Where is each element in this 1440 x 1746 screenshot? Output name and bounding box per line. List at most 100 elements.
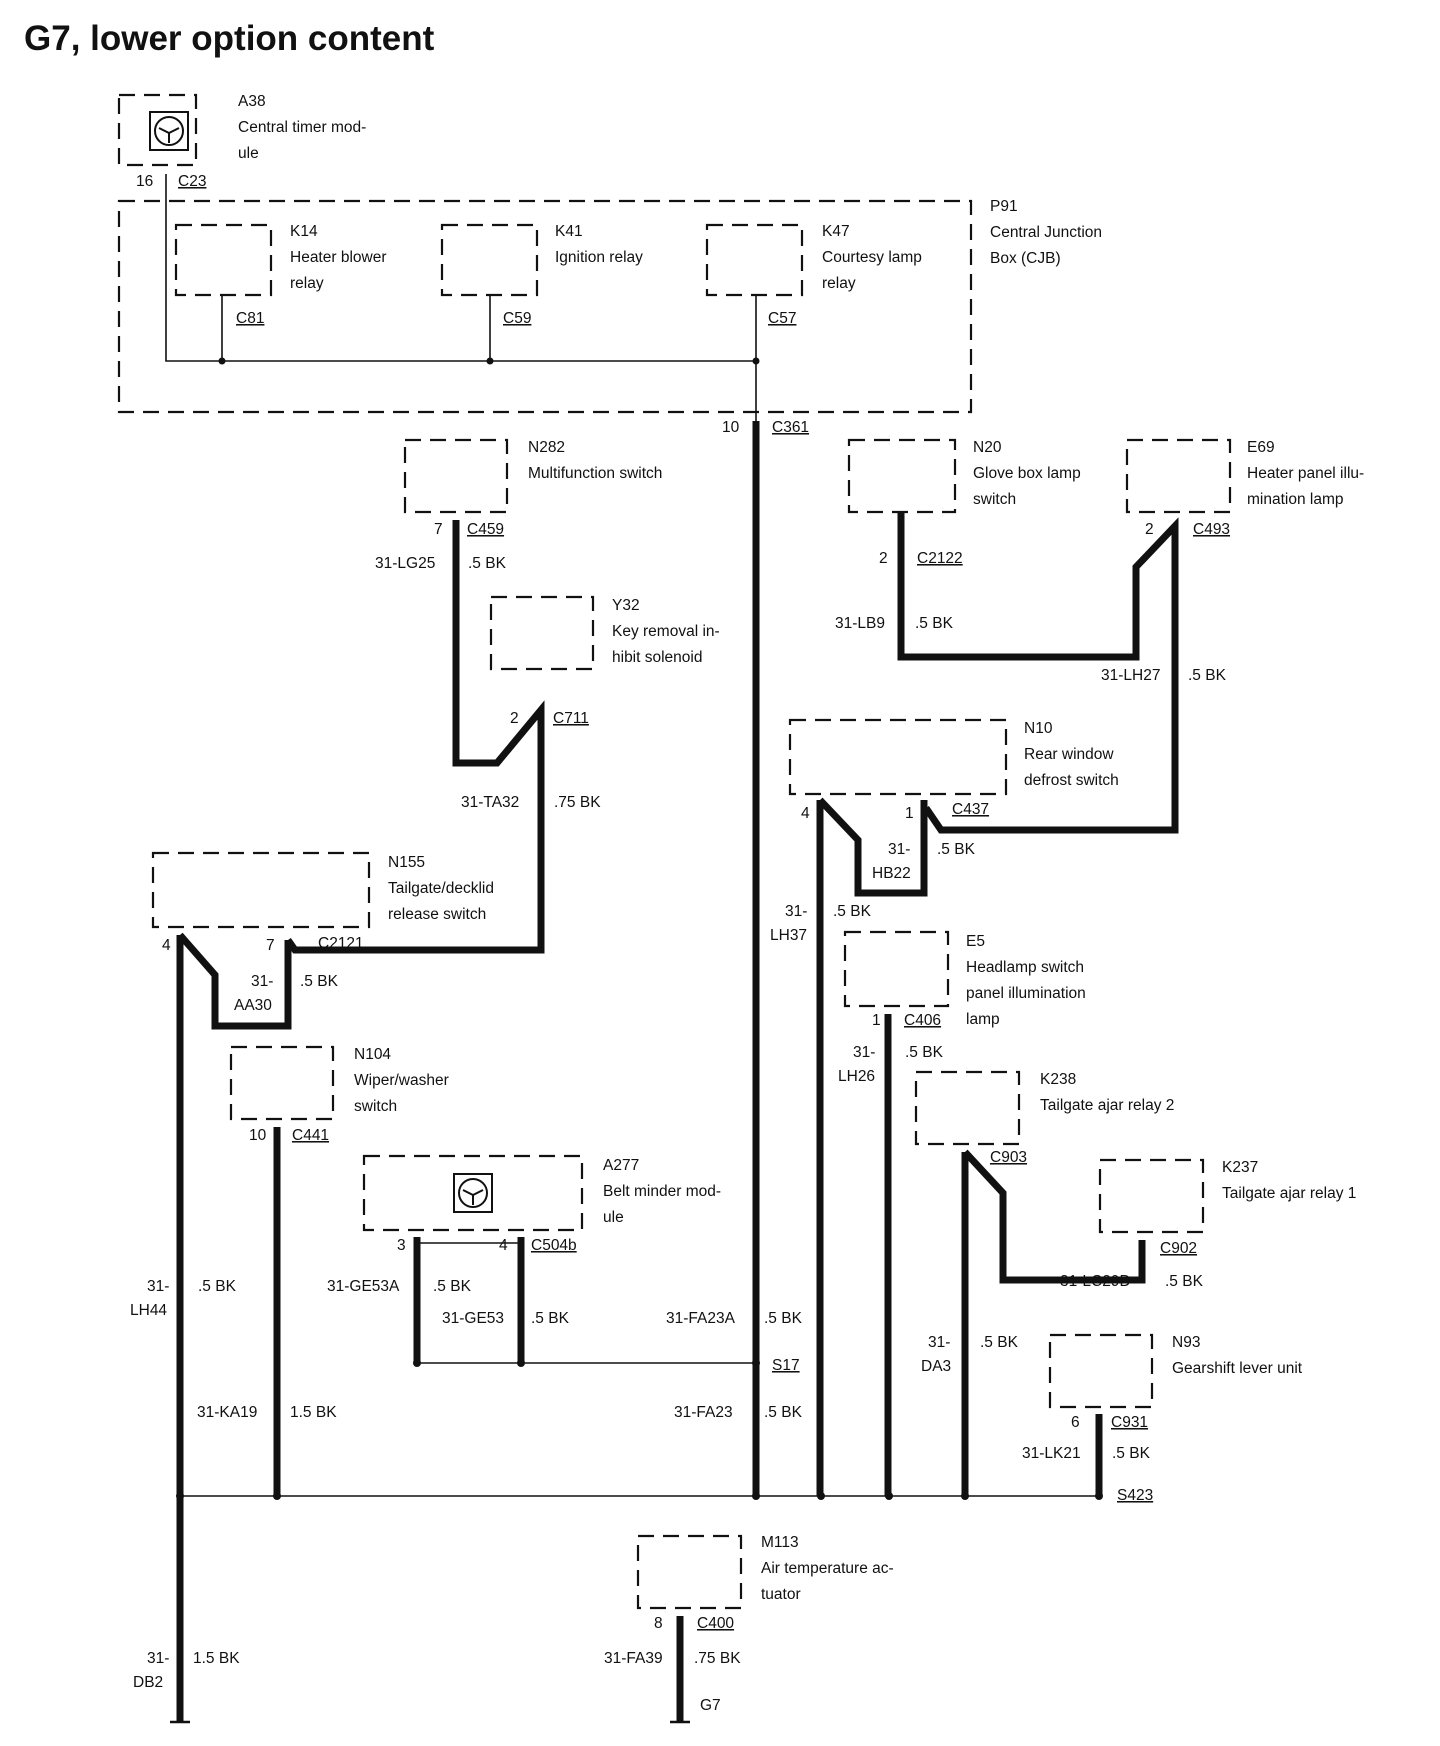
component-n104 <box>229 1045 335 1121</box>
pin-a277-4: 4 <box>499 1237 508 1254</box>
p91-id: P91 <box>990 198 1018 215</box>
pin-n282: 7 <box>434 521 443 538</box>
wire-code-da3-1: 31- <box>928 1334 950 1351</box>
k47-label-1: Courtesy lamp <box>822 249 922 266</box>
wire-code-lh26-2: LH26 <box>838 1068 875 1085</box>
k238-id: K238 <box>1040 1071 1076 1088</box>
y32-id: Y32 <box>612 597 640 614</box>
wire-code-lk21: 31-LK21 <box>1022 1445 1081 1462</box>
n10-label-1: Rear window <box>1024 746 1114 763</box>
n155-label-2: release switch <box>388 906 486 923</box>
wire-code-fa39: 31-FA39 <box>604 1650 663 1667</box>
connector-c57: C57 <box>768 310 796 327</box>
n93-id: N93 <box>1172 1334 1200 1351</box>
pin-n10-4: 4 <box>801 805 810 822</box>
pin-n155-4: 4 <box>162 937 171 954</box>
wire-spec-fa23: .5 BK <box>764 1404 803 1421</box>
component-p91-cjb <box>117 199 973 414</box>
wire-code-fa23: 31-FA23 <box>674 1404 733 1421</box>
k14-label-1: Heater blower <box>290 249 387 266</box>
e69-id: E69 <box>1247 439 1275 456</box>
a277-label-1: Belt minder mod- <box>603 1183 721 1200</box>
component-k47 <box>705 223 804 297</box>
wire-spec-db2: 1.5 BK <box>193 1650 240 1667</box>
k41-label-1: Ignition relay <box>555 249 643 266</box>
wire-code-hb22-2: HB22 <box>872 865 911 882</box>
e5-label-2: panel illumination <box>966 985 1086 1002</box>
wire-code-ka19: 31-KA19 <box>197 1404 257 1421</box>
a38-label-1: Central timer mod- <box>238 119 366 136</box>
k47-label-2: relay <box>822 275 856 292</box>
pin-n10-1: 1 <box>905 805 914 822</box>
splice-s17: S17 <box>772 1357 800 1374</box>
y32-label-2: hibit solenoid <box>612 649 702 666</box>
k41-id: K41 <box>555 223 583 240</box>
n104-label-1: Wiper/washer <box>354 1072 449 1089</box>
pin-y32: 2 <box>510 710 519 727</box>
connector-c2122: C2122 <box>917 550 963 567</box>
wire-spec-ge53a: .5 BK <box>433 1278 472 1295</box>
pin-n93: 6 <box>1071 1414 1080 1431</box>
wire-code-da3-2: DA3 <box>921 1358 951 1375</box>
wire-spec-lc29d: .5 BK <box>1165 1273 1204 1290</box>
thin-wires <box>165 174 1099 1497</box>
k237-label-1: Tailgate ajar relay 1 <box>1222 1185 1356 1202</box>
pin-a38: 16 <box>136 173 153 190</box>
connector-c441: C441 <box>292 1127 329 1144</box>
wire-spec-fa23a: .5 BK <box>764 1310 803 1327</box>
connector-labels: C23 C81 C59 C57 C361 C459 C711 C2122 C49… <box>178 173 1230 1714</box>
k237-id: K237 <box>1222 1159 1258 1176</box>
wire-code-ge53: 31-GE53 <box>442 1310 504 1327</box>
wire-code-lb9: 31-LB9 <box>835 615 885 632</box>
wire-code-lh26-1: 31- <box>853 1044 875 1061</box>
connector-c711: C711 <box>553 710 589 727</box>
component-m113 <box>636 1534 743 1610</box>
pin-labels: 16 10 7 2 2 2 4 1 4 7 1 10 3 4 6 8 <box>136 173 1154 1632</box>
pin-e5: 1 <box>872 1012 881 1029</box>
n282-label-1: Multifunction switch <box>528 465 662 482</box>
wire-spec-ge53: .5 BK <box>531 1310 570 1327</box>
ground-g7: G7 <box>700 1697 721 1714</box>
a277-id: A277 <box>603 1157 639 1174</box>
k14-label-2: relay <box>290 275 324 292</box>
component-n155 <box>151 851 371 929</box>
wire-spec-da3: .5 BK <box>980 1334 1019 1351</box>
y32-label-1: Key removal in- <box>612 623 720 640</box>
component-n282 <box>403 438 509 514</box>
n104-id: N104 <box>354 1046 391 1063</box>
component-y32 <box>489 595 595 671</box>
wire-code-db2-2: DB2 <box>133 1674 163 1691</box>
component-a277 <box>362 1154 584 1232</box>
pin-e69: 2 <box>1145 521 1154 538</box>
pin-n20: 2 <box>879 550 888 567</box>
a277-label-2: ule <box>603 1209 624 1226</box>
n104-label-2: switch <box>354 1098 397 1115</box>
m113-label-1: Air temperature ac- <box>761 1560 894 1577</box>
connector-c902: C902 <box>1160 1240 1197 1257</box>
wire-spec-aa30: .5 BK <box>300 973 339 990</box>
wire-spec-lk21: .5 BK <box>1112 1445 1151 1462</box>
component-n20 <box>847 438 957 514</box>
n282-id: N282 <box>528 439 565 456</box>
n155-label-1: Tailgate/decklid <box>388 880 494 897</box>
wire-code-lh37-2: LH37 <box>770 927 807 944</box>
connector-c437: C437 <box>952 801 989 818</box>
n155-id: N155 <box>388 854 425 871</box>
wire-code-lh44-2: LH44 <box>130 1302 167 1319</box>
wire-code-lh44-1: 31- <box>147 1278 169 1295</box>
wire-lc29d-da3 <box>961 1149 1146 1496</box>
n10-label-2: defrost switch <box>1024 772 1119 789</box>
connector-c400: C400 <box>697 1615 734 1632</box>
wire-lb9-lh27 <box>897 512 1179 834</box>
a38-label-2: ule <box>238 145 259 162</box>
e5-label-3: lamp <box>966 1011 1000 1028</box>
component-e69 <box>1125 438 1232 514</box>
connector-c459: C459 <box>467 521 504 538</box>
p91-label-1: Central Junction <box>990 224 1102 241</box>
connector-c504b: C504b <box>531 1237 577 1254</box>
e5-id: E5 <box>966 933 985 950</box>
wire-spec-lh37: .5 BK <box>833 903 872 920</box>
connector-c59: C59 <box>503 310 531 327</box>
component-a38 <box>117 93 198 167</box>
wire-labels: 31-LG25 .5 BK 31-TA32 .75 BK 31-LB9 .5 B… <box>130 555 1227 1691</box>
